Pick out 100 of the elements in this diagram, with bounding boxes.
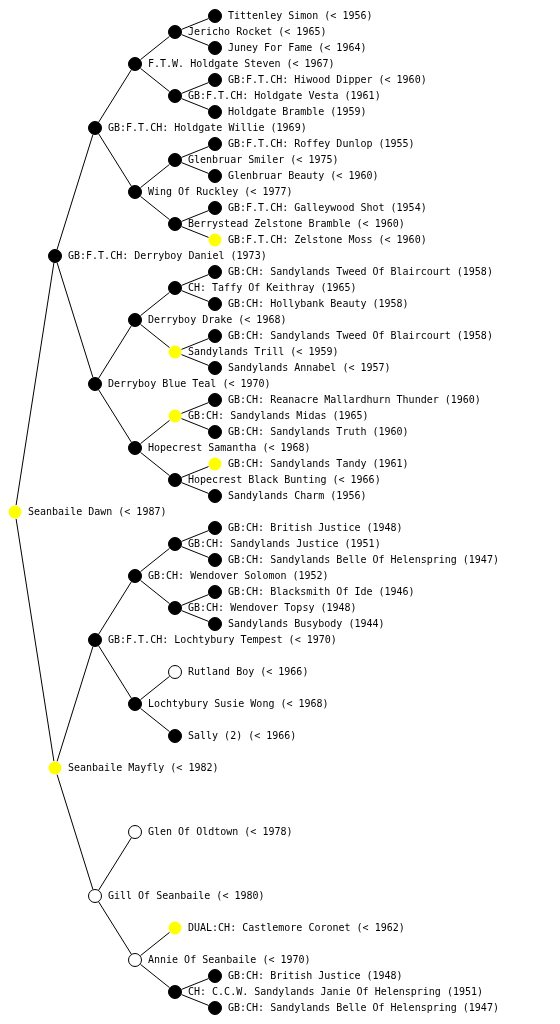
dog-name-label: GB:CH: Wendover Solomon (1952) (148, 570, 329, 582)
pedigree-line (181, 274, 209, 286)
dog-name-label: GB:F.T.CH: Roffey Dunlop (1955) (228, 138, 415, 150)
pedigree-line (181, 34, 209, 46)
pedigree-line (181, 610, 209, 622)
dog-name-label: Derryboy Blue Teal (< 1970) (108, 378, 271, 390)
dog-name-label: DUAL:CH: Castlemore Coronet (< 1962) (188, 922, 405, 934)
pedigree-line (181, 226, 209, 238)
dog-name-label: GB:CH: Sandylands Truth (1960) (228, 426, 409, 438)
dog-name-label: GB:CH: Sandylands Belle Of Helenspring (1947) (228, 1002, 499, 1014)
dog-name-label: GB:F.T.CH: Zelstone Moss (< 1960) (228, 234, 427, 246)
pedigree-line (98, 837, 132, 891)
dog-name-label: Tittenley Simon (< 1956) (228, 10, 373, 22)
dog-name-label: GB:CH: Sandylands Tweed Of Blaircourt (1958) (228, 330, 493, 342)
dog-name-label: Holdgate Bramble (1959) (228, 106, 367, 118)
dog-name-label: Jericho Rocket (< 1965) (188, 26, 327, 38)
dog-name-label: Gill Of Seanbaile (< 1980) (108, 890, 265, 902)
dog-name-label: Sally (2) (< 1966) (188, 730, 297, 742)
dog-name-label: Lochtybury Susie Wong (< 1968) (148, 698, 329, 710)
pedigree-line (98, 325, 132, 379)
pedigree-line (181, 290, 209, 302)
pedigree-line (181, 594, 209, 606)
pedigree-line (181, 402, 209, 414)
dog-name-label: Annie Of Seanbaile (< 1970) (148, 954, 311, 966)
pedigree-line (181, 162, 209, 174)
dog-name-label: F.T.W. Holdgate Steven (< 1967) (148, 58, 335, 70)
pedigree-line (181, 546, 209, 558)
pedigree-line (140, 931, 170, 957)
dog-name-label: Hopecrest Black Bunting (< 1966) (188, 474, 381, 486)
pedigree-line (15, 262, 55, 506)
pedigree-line (56, 774, 94, 890)
dog-name-label: GB:F.T.CH: Hiwood Dipper (< 1960) (228, 74, 427, 86)
dog-name-label: Seanbaile Dawn (< 1987) (28, 506, 167, 518)
pedigree-line (181, 482, 209, 494)
dog-name-label: GB:CH: Sandylands Midas (1965) (188, 410, 369, 422)
pedigree-line (56, 646, 94, 762)
pedigree-line (181, 338, 209, 350)
pedigree-line (181, 994, 209, 1006)
pedigree-line (181, 466, 209, 478)
pedigree-line (140, 67, 170, 93)
dog-name-label: GB:CH: Wendover Topsy (1948) (188, 602, 357, 614)
dog-name-label: GB:F.T.CH: Derryboy Daniel (1973) (68, 250, 267, 262)
pedigree-line (181, 210, 209, 222)
dog-name-label: Glen Of Oldtown (< 1978) (148, 826, 293, 838)
pedigree-line (181, 82, 209, 94)
pedigree-line (140, 195, 170, 221)
pedigree-line (98, 901, 132, 955)
pedigree-line (98, 133, 132, 187)
pedigree-line (140, 963, 170, 989)
pedigree-line (98, 69, 132, 123)
pedigree-line (140, 579, 170, 605)
pedigree-line (140, 291, 170, 317)
pedigree-line (181, 18, 209, 30)
pedigree-line (56, 134, 94, 250)
pedigree-line (140, 419, 170, 445)
pedigree-line (140, 163, 170, 189)
pedigree-line (181, 530, 209, 542)
dog-name-label: GB:CH: British Justice (1948) (228, 522, 403, 534)
pedigree-line (140, 451, 170, 477)
pedigree-line (56, 262, 94, 378)
dog-name-label: Glenbruar Smiler (< 1975) (188, 154, 339, 166)
dog-name-label: Rutland Boy (< 1966) (188, 666, 309, 678)
pedigree-line (181, 146, 209, 158)
pedigree-line (140, 675, 170, 701)
dog-name-label: GB:CH: British Justice (1948) (228, 970, 403, 982)
dog-name-label: CH: Taffy Of Keithray (1965) (188, 282, 357, 294)
dog-name-label: GB:CH: Sandylands Justice (1951) (188, 538, 381, 550)
dog-name-label: Sandylands Busybody (1944) (228, 618, 385, 630)
pedigree-line (98, 389, 132, 443)
pedigree-line (181, 98, 209, 110)
dog-name-label: GB:CH: Reanacre Mallardhurn Thunder (1960) (228, 394, 481, 406)
pedigree-line (15, 518, 55, 762)
dog-name-label: Berrystead Zelstone Bramble (< 1960) (188, 218, 405, 230)
pedigree-line (98, 581, 132, 635)
dog-name-label: Wing Of Ruckley (< 1977) (148, 186, 293, 198)
dog-name-label: GB:CH: Sandylands Tandy (1961) (228, 458, 409, 470)
dog-name-label: GB:CH: Blacksmith Of Ide (1946) (228, 586, 415, 598)
pedigree-line (181, 418, 209, 430)
dog-name-label: Hopecrest Samantha (< 1968) (148, 442, 311, 454)
dog-name-label: Sandylands Charm (1956) (228, 490, 367, 502)
pedigree-line (98, 645, 132, 699)
dog-name-label: GB:CH: Sandylands Belle Of Helenspring (1947) (228, 554, 499, 566)
dog-name-label: GB:CH: Sandylands Tweed Of Blaircourt (1958) (228, 266, 493, 278)
dog-name-label: GB:F.T.CH: Holdgate Vesta (1961) (188, 90, 381, 102)
pedigree-line (140, 323, 170, 349)
pedigree-line (181, 354, 209, 366)
dog-name-label: GB:CH: Hollybank Beauty (1958) (228, 298, 409, 310)
dog-name-label: Seanbaile Mayfly (< 1982) (68, 762, 219, 774)
pedigree-line (181, 978, 209, 990)
dog-name-label: Glenbruar Beauty (< 1960) (228, 170, 379, 182)
dog-name-label: Sandylands Trill (< 1959) (188, 346, 339, 358)
pedigree-line (140, 35, 170, 61)
pedigree-line (140, 547, 170, 573)
dog-name-label: GB:F.T.CH: Holdgate Willie (1969) (108, 122, 307, 134)
pedigree-line (140, 707, 170, 733)
dog-name-label: GB:F.T.CH: Lochtybury Tempest (< 1970) (108, 634, 337, 646)
dog-name-label: GB:F.T.CH: Galleywood Shot (1954) (228, 202, 427, 214)
dog-name-label: Juney For Fame (< 1964) (228, 42, 367, 54)
dog-name-label: Derryboy Drake (< 1968) (148, 314, 287, 326)
dog-name-label: Sandylands Annabel (< 1957) (228, 362, 391, 374)
